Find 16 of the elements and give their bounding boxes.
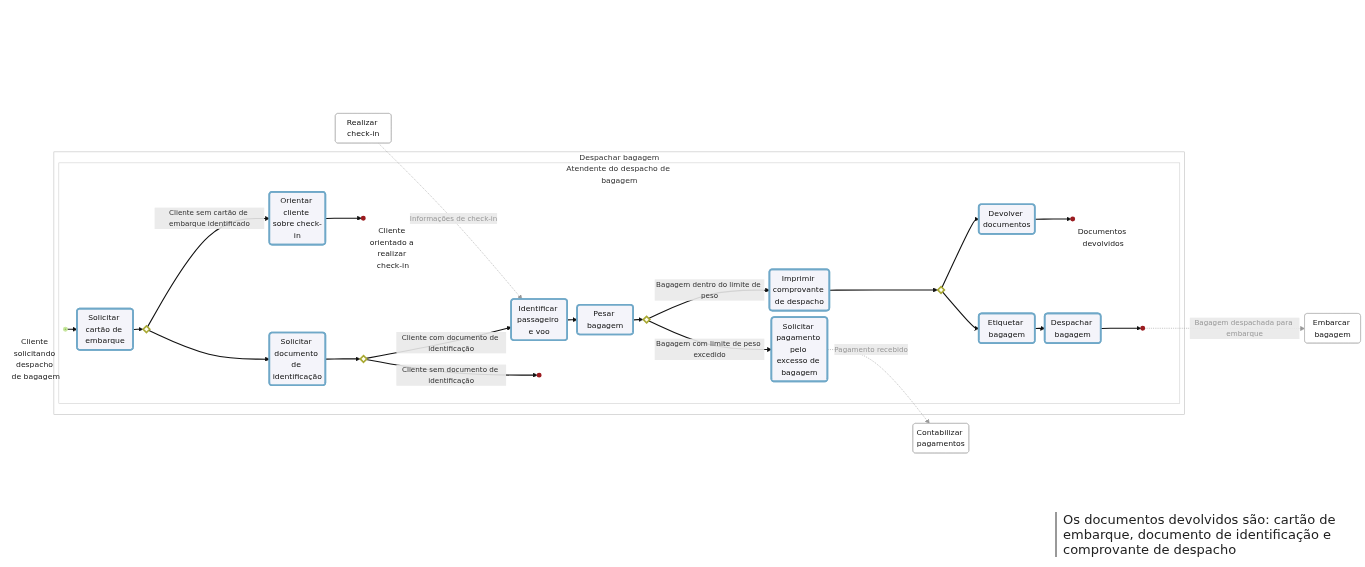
arrow — [829, 287, 938, 293]
node-circle — [1070, 216, 1076, 222]
node-circle — [1140, 326, 1146, 332]
arrow — [1100, 326, 1142, 331]
node-circle — [536, 372, 542, 378]
arrow — [1034, 216, 1072, 222]
node-diamond — [642, 315, 652, 325]
annotation-text: Os documentos devolvidos são: cartão de embarque, documento de identificação e comprovante de despacho — [1055, 512, 1355, 557]
node-circle — [360, 216, 366, 221]
arrow — [325, 356, 361, 362]
node-diamond — [142, 325, 151, 334]
arrow — [325, 216, 362, 221]
node-circle — [62, 327, 68, 332]
node-diamond — [936, 285, 946, 295]
arrow — [147, 330, 270, 362]
node-diamond — [359, 354, 368, 364]
